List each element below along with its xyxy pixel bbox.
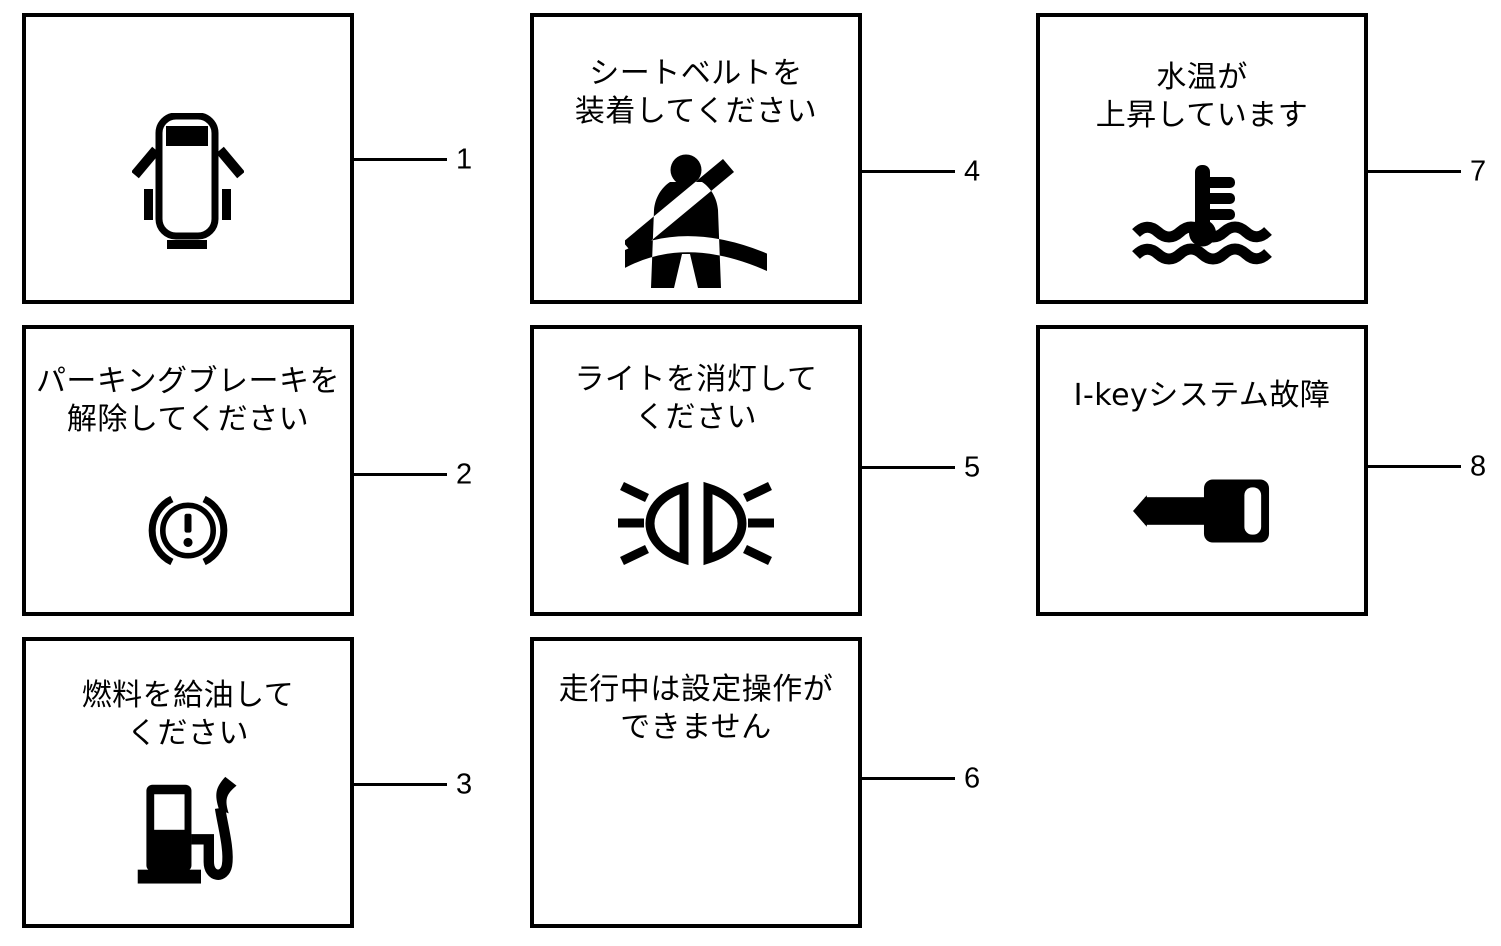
warning-panel-4: シートベルトを 装着してください 4: [530, 13, 980, 304]
callout-line-3: [350, 783, 447, 786]
warning-panel-1: 1: [22, 13, 472, 304]
message-line: 装着してください: [574, 94, 818, 129]
callout-number-8: 8: [1470, 450, 1487, 483]
warning-panel-6: 走行中は設定操作が できません 6: [530, 637, 980, 928]
headlights-on-icon: [618, 481, 774, 566]
warning-panel-3: 燃料を給油して ください 3: [22, 637, 472, 928]
message-line: ください: [635, 400, 757, 435]
message-text: 燃料を給油して ください: [26, 677, 350, 753]
callout-line-5: [858, 466, 955, 469]
warning-panel-2: パーキングブレーキを 解除してください 2: [22, 325, 472, 616]
message-text: 走行中は設定操作が できません: [534, 671, 858, 747]
callout-number-3: 3: [456, 768, 473, 801]
message-line: 水温が: [1156, 60, 1248, 95]
message-line: 解除してください: [66, 402, 310, 437]
message-line: できません: [620, 710, 772, 745]
callout-number-2: 2: [456, 458, 473, 491]
message-line: I-keyシステム故障: [1073, 378, 1331, 413]
callout-line-8: [1364, 465, 1461, 468]
message-line: 燃料を給油して: [81, 678, 295, 713]
warning-panel-7: 水温が 上昇しています 7: [1036, 13, 1486, 304]
message-line: ライトを消灯して: [574, 362, 818, 397]
callout-line-6: [858, 777, 955, 780]
warning-panel-8: I-keyシステム故障 8: [1036, 325, 1486, 616]
seat-belt-icon: [625, 154, 767, 288]
message-line: パーキングブレーキを: [35, 364, 341, 399]
message-line: 走行中は設定操作が: [558, 672, 834, 707]
callout-line-7: [1364, 170, 1461, 173]
message-text: パーキングブレーキを 解除してください: [26, 363, 350, 439]
door-open-icon: [132, 113, 244, 249]
callout-number-5: 5: [964, 451, 981, 484]
callout-number-4: 4: [964, 155, 981, 188]
callout-number-6: 6: [964, 762, 981, 795]
callout-number-1: 1: [456, 143, 473, 176]
message-text: I-keyシステム故障: [1040, 377, 1364, 415]
callout-line-2: [350, 473, 447, 476]
callout-line-4: [858, 170, 955, 173]
warning-panel-5: ライトを消灯して ください 5: [530, 325, 980, 616]
message-text: シートベルトを 装着してください: [534, 55, 858, 131]
fuel-pump-icon: [137, 776, 237, 884]
callout-line-1: [350, 158, 447, 161]
callout-number-7: 7: [1470, 155, 1487, 188]
message-line: シートベルトを: [589, 56, 803, 91]
key-icon: [1133, 479, 1270, 543]
message-text: 水温が 上昇しています: [1040, 59, 1364, 135]
message-line: ください: [127, 716, 249, 751]
message-text: ライトを消灯して ください: [534, 361, 858, 437]
message-line: 上昇しています: [1095, 98, 1309, 133]
brake-warning-icon: [148, 495, 228, 566]
coolant-temperature-icon: [1132, 165, 1272, 265]
